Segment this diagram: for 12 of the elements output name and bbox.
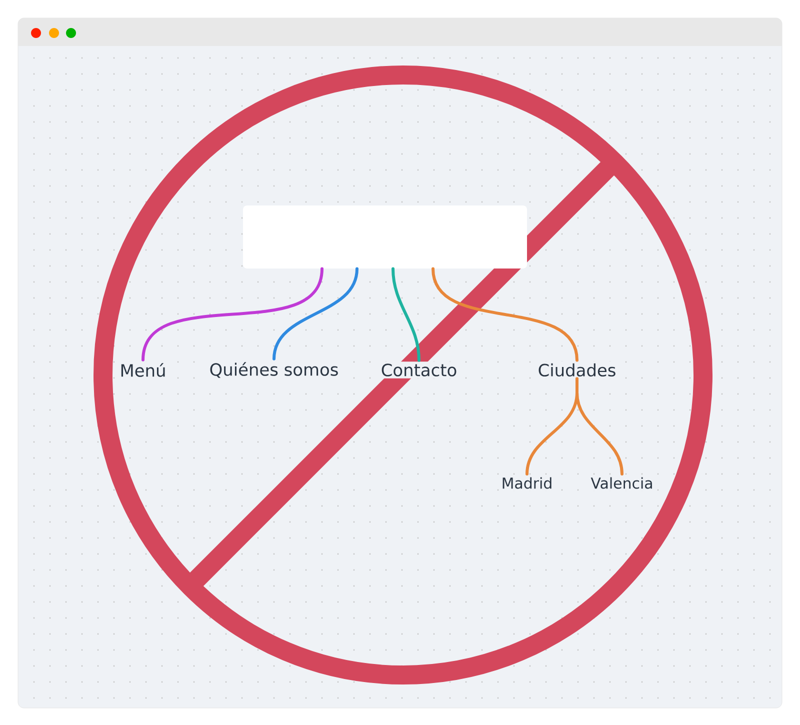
topic-label: Ciudades [536, 361, 618, 379]
connector [392, 267, 420, 362]
connector [576, 377, 624, 476]
topic-label: Contacto [378, 362, 460, 378]
connector [272, 267, 358, 360]
connector [142, 267, 324, 362]
topic-label: Valencia [588, 475, 656, 491]
topic-label: Menú [118, 361, 168, 379]
topic-label: Quiénes somos [207, 360, 341, 380]
topic-box [243, 206, 527, 268]
topic-label: Madrid [499, 475, 555, 491]
connector [432, 267, 578, 362]
